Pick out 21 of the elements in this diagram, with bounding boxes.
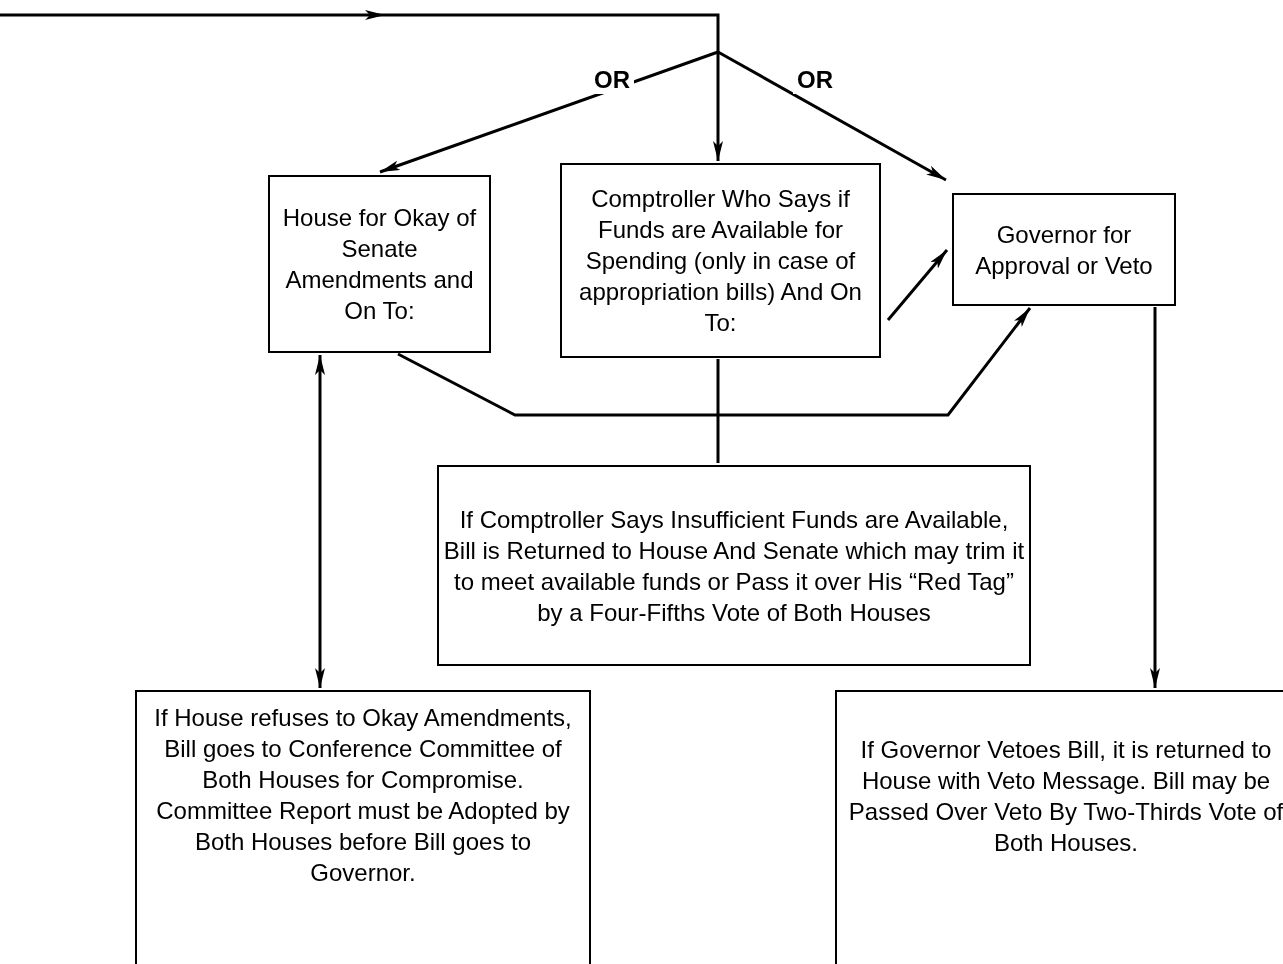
arrow	[315, 355, 325, 688]
arrow	[379, 50, 719, 174]
box-text: House for Okay of Senate Amendments and On To:	[281, 203, 478, 326]
text-box	[952, 193, 1176, 306]
arrow	[717, 50, 947, 182]
box-text: If Comptroller Says Insufficient Funds are Available, Bill is Returned to House And Senate which may trim it to meet available funds or Pass it over His “Red Tag” by a Four-Fifths Vote of Both Houses	[443, 504, 1025, 628]
box-text: If Governor Vetoes Bill, it is returned to House with Veto Message. Bill may be Passed Over Veto By Two-Thirds Vote of Both Houses.	[847, 735, 1283, 858]
text-box	[135, 690, 591, 964]
text-box	[437, 465, 1031, 666]
arrow	[886, 249, 949, 321]
arrow	[0, 10, 720, 52]
arrow	[397, 307, 1032, 417]
box-text: Comptroller Who Says if Funds are Available for Spending (only in case of appropriation bills) And On To:	[578, 184, 863, 338]
text-box	[835, 690, 1283, 964]
arrow	[713, 52, 723, 161]
box-text: Governor for Approval or Veto	[974, 219, 1154, 281]
text-box	[268, 175, 491, 353]
connector-line	[716, 359, 720, 463]
box-text: If House refuses to Okay Amendments, Bill goes to Conference Committee of Both Houses for Compromise. Committee Report must be Adopted by Both Houses before Bill goes to Governor.	[153, 703, 573, 888]
arrow	[1150, 307, 1160, 688]
text-box	[560, 163, 881, 358]
